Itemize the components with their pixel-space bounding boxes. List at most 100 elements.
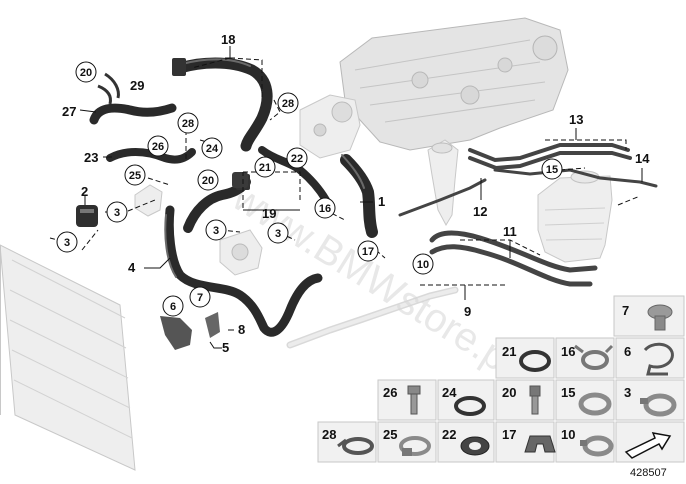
circled-callout-3[interactable]: 3	[106, 201, 128, 223]
circled-callout-3[interactable]: 3	[56, 231, 78, 253]
circled-callout-7[interactable]: 7	[189, 286, 211, 308]
circled-callout-20[interactable]: 20	[75, 61, 97, 83]
valve-21	[232, 172, 248, 188]
circled-callout-21[interactable]: 21	[254, 156, 276, 178]
svg-text:20: 20	[202, 175, 214, 187]
clip-29	[97, 72, 120, 105]
grid-cell-16[interactable]: 16	[555, 337, 615, 379]
leader-lines	[49, 46, 643, 349]
circled-callout-28[interactable]: 28	[177, 112, 199, 134]
svg-text:6: 6	[624, 344, 631, 359]
callout-1[interactable]: 1	[378, 194, 385, 209]
callout-5[interactable]: 5	[222, 340, 229, 355]
callout-2[interactable]: 2	[81, 184, 88, 199]
svg-text:20: 20	[502, 385, 516, 400]
callout-11[interactable]: 11	[503, 224, 517, 239]
auxiliary-pump	[219, 229, 263, 276]
circled-callout-28[interactable]: 28	[277, 92, 299, 114]
circled-callout-24[interactable]: 24	[201, 137, 223, 159]
circled-callout-15[interactable]: 15	[541, 158, 563, 180]
circled-callout-17[interactable]: 17	[357, 240, 379, 262]
svg-text:7: 7	[197, 292, 203, 304]
grid-cell-20[interactable]: 20	[495, 379, 555, 421]
svg-text:7: 7	[622, 303, 629, 318]
grid-cell-10[interactable]: 10	[555, 421, 615, 463]
hose-1	[340, 154, 378, 238]
svg-text:10: 10	[561, 427, 575, 442]
radiator	[0, 244, 136, 471]
direction-arrow-icon	[624, 432, 672, 459]
line-12	[398, 178, 487, 217]
svg-text:22: 22	[442, 427, 456, 442]
screw-icon	[529, 385, 541, 415]
circled-callout-3[interactable]: 3	[205, 219, 227, 241]
callout-12[interactable]: 12	[473, 204, 487, 219]
seal-ring-icon	[454, 396, 486, 416]
circled-callout-26[interactable]: 26	[147, 135, 169, 157]
svg-text:3: 3	[64, 237, 70, 249]
grid-cell-25[interactable]: 25	[377, 421, 437, 463]
circled-callout-20[interactable]: 20	[197, 169, 219, 191]
hose-clamp-icon	[578, 392, 612, 416]
circled-callout-22[interactable]: 22	[286, 147, 308, 169]
callout-13[interactable]: 13	[569, 112, 583, 127]
circled-callout-6[interactable]: 6	[162, 295, 184, 317]
circled-callout-10[interactable]: 10	[412, 253, 434, 275]
water-pump	[299, 94, 361, 159]
grid-cell-15[interactable]: 15	[555, 379, 615, 421]
circled-callout-16[interactable]: 16	[314, 197, 336, 219]
hose-4	[164, 205, 323, 337]
grid-cell-7[interactable]: 7	[613, 295, 685, 337]
valve-housing-left	[134, 184, 163, 217]
svg-text:28: 28	[282, 98, 294, 110]
grid-cell-arrow[interactable]	[615, 421, 685, 463]
coolant-pipe-ghost	[286, 286, 459, 349]
svg-text:10: 10	[417, 259, 429, 271]
svg-text:3: 3	[213, 225, 219, 237]
svg-text:16: 16	[561, 344, 575, 359]
circled-callout-25[interactable]: 25	[124, 164, 146, 186]
callout-9[interactable]: 9	[464, 304, 471, 319]
grid-cell-6[interactable]: 6	[615, 337, 685, 379]
circled-callouts: 20 28 28 26 24 25 21 22	[56, 61, 563, 317]
grid-cell-21[interactable]: 21	[495, 337, 555, 379]
hose-clamp-icon	[640, 393, 677, 417]
svg-text:28: 28	[322, 427, 336, 442]
callout-27[interactable]: 27	[62, 104, 76, 119]
engine-block	[339, 17, 569, 151]
callout-29[interactable]: 29	[130, 78, 144, 93]
valve-2	[76, 205, 98, 227]
callout-4[interactable]: 4	[128, 260, 136, 275]
svg-text:28: 28	[182, 118, 194, 130]
callout-23[interactable]: 23	[84, 150, 98, 165]
line-13	[468, 143, 632, 171]
grid-cell-26[interactable]: 26	[377, 379, 437, 421]
svg-text:6: 6	[170, 301, 176, 313]
hose-upper-right	[258, 146, 330, 204]
callout-19[interactable]: 19	[262, 206, 276, 221]
grid-cell-22[interactable]: 22	[437, 421, 495, 463]
callout-14[interactable]: 14	[635, 151, 650, 166]
svg-text:16: 16	[319, 203, 331, 215]
svg-text:17: 17	[362, 246, 374, 258]
hose-clamp-icon	[580, 435, 614, 457]
callout-8[interactable]: 8	[238, 322, 245, 337]
circled-callout-3[interactable]: 3	[267, 222, 289, 244]
bracket-clip-icon	[524, 435, 556, 453]
bolt-icon	[407, 385, 421, 415]
grid-cell-3[interactable]: 3	[615, 379, 685, 421]
clamp-icon	[337, 437, 374, 455]
parts-grid: 7 21 16 6	[317, 295, 685, 463]
hose-27	[89, 103, 177, 125]
svg-text:26: 26	[383, 385, 397, 400]
grid-cell-24[interactable]: 24	[437, 379, 495, 421]
callout-18[interactable]: 18	[221, 32, 235, 47]
grid-cell-17[interactable]: 17	[495, 421, 556, 463]
svg-text:3: 3	[114, 207, 120, 219]
grid-cell-28[interactable]: 28	[317, 421, 377, 463]
o-ring-icon	[519, 350, 551, 372]
svg-text:15: 15	[561, 385, 575, 400]
svg-text:3: 3	[275, 228, 281, 240]
hose-clip-icon	[643, 342, 674, 376]
